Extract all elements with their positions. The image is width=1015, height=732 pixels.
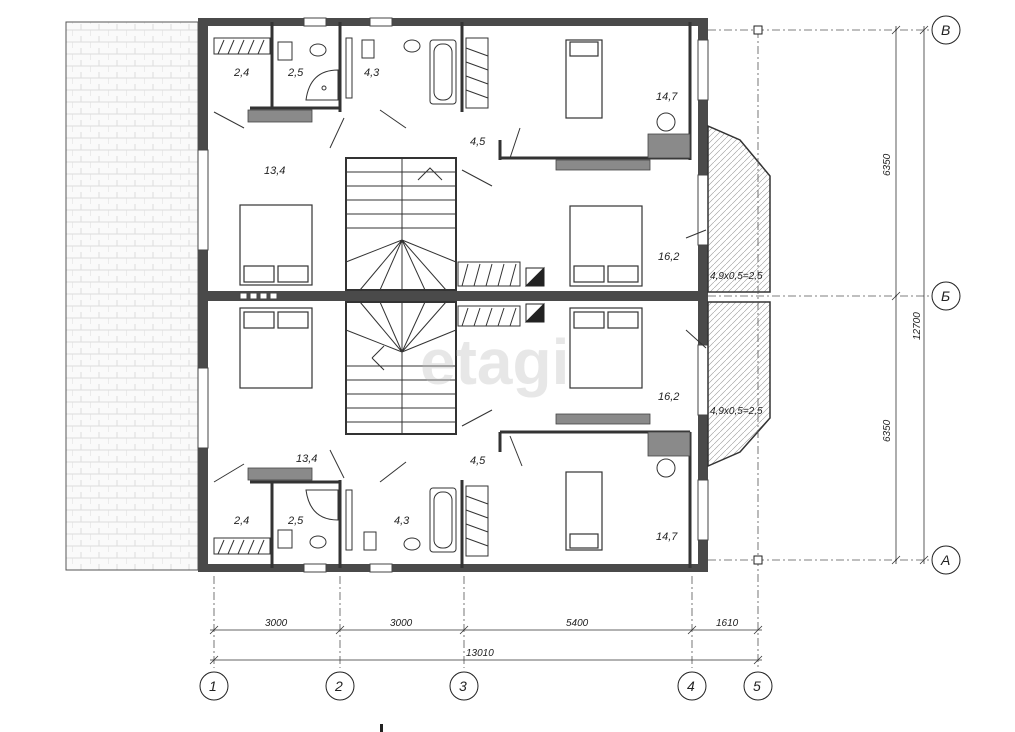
room-area-label: 2,5	[287, 515, 304, 527]
room-area-label: 2,4	[233, 515, 249, 527]
axis-label: 5	[753, 678, 761, 694]
axis-label: 1	[209, 678, 217, 694]
vent-blocks	[239, 292, 278, 300]
dimension-lines-right	[891, 25, 929, 565]
dimension-label: 12700	[912, 312, 923, 340]
room-area-label: 4,5	[470, 136, 486, 148]
staircase-bottom	[345, 301, 457, 435]
balcony-top	[707, 124, 771, 293]
room-area-label: 16,2	[658, 391, 679, 403]
room-area-label: 4,3	[394, 515, 410, 527]
scan-mark	[380, 724, 383, 732]
room-area-label: 14,7	[656, 91, 678, 103]
round-tables	[656, 112, 676, 478]
balcony-bottom	[707, 301, 771, 468]
watermark: etagi	[420, 326, 569, 398]
staircase-top	[345, 157, 457, 291]
axis-bubbles	[199, 15, 961, 701]
dimension-label: 3000	[265, 618, 288, 629]
room-area-label: 4,5	[470, 455, 486, 467]
axis-label: 3	[459, 678, 467, 694]
axis-label: Б	[941, 288, 950, 304]
wardrobes	[213, 37, 521, 557]
beds	[239, 39, 643, 551]
gray-wall-blocks	[247, 109, 691, 481]
balcony-label: 4,9х0,5=2,5	[710, 271, 763, 282]
door-swings	[213, 109, 707, 483]
dimension-label: 6350	[882, 419, 893, 442]
axis-label: В	[941, 22, 950, 38]
dimension-label: 1610	[716, 618, 739, 629]
room-area-label: 14,7	[656, 531, 678, 543]
room-area-label: 2,4	[233, 67, 249, 79]
neighbor-section	[65, 21, 199, 571]
axis-label: 2	[334, 678, 343, 694]
bath-fixtures	[277, 37, 457, 553]
axis-label: А	[940, 552, 950, 568]
dimension-label: 13010	[466, 648, 494, 659]
room-area-label: 2,5	[287, 67, 304, 79]
axis-markers	[753, 25, 763, 565]
room-area-label: 13,4	[264, 165, 285, 177]
dimension-label: 3000	[390, 618, 413, 629]
room-area-label: 16,2	[658, 251, 679, 263]
dimension-lines-bottom	[209, 625, 763, 665]
dimension-label: 6350	[882, 153, 893, 176]
axis-label: 4	[687, 678, 695, 694]
dark-squares	[524, 266, 545, 323]
room-area-label: 13,4	[296, 453, 317, 465]
central-wall	[198, 291, 708, 301]
balcony-label: 4,9х0,5=2,5	[710, 406, 763, 417]
room-area-label: 4,3	[364, 67, 380, 79]
dimension-label: 5400	[566, 618, 589, 629]
